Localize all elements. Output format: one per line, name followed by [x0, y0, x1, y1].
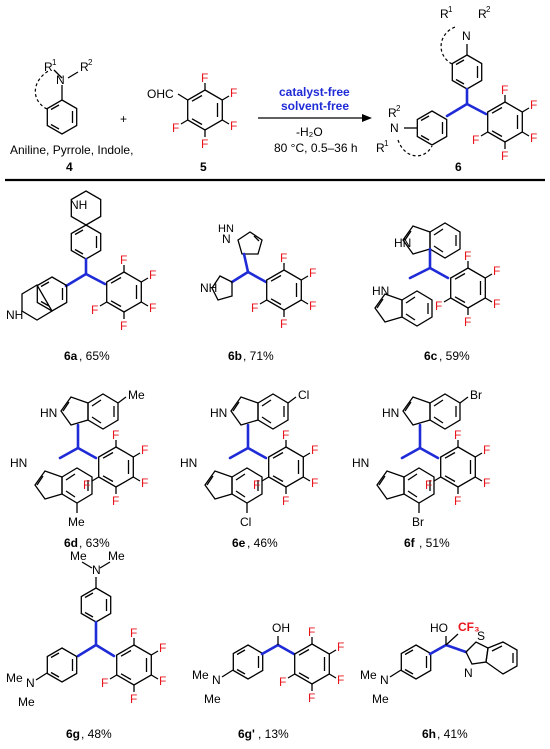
- svg-text:R: R: [440, 7, 449, 21]
- svg-text:Me: Me: [128, 388, 145, 402]
- svg-text:OH: OH: [272, 621, 290, 635]
- svg-text:80 °C, 0.5–36 h: 80 °C, 0.5–36 h: [274, 141, 358, 155]
- svg-text:HN: HN: [394, 236, 411, 250]
- svg-text:, 63%: , 63%: [79, 536, 110, 550]
- svg-text:1: 1: [384, 139, 389, 148]
- reactant1-caption: Aniline, Pyrrole, Indole,: [10, 143, 133, 157]
- compound-6c: HN HN 6c , 59%: [372, 222, 501, 363]
- reactant1-number: 4: [66, 160, 73, 174]
- svg-text:HN: HN: [382, 406, 399, 420]
- svg-text:Cl: Cl: [298, 388, 309, 402]
- svg-text:HN: HN: [372, 284, 389, 298]
- label-6g: 6g: [66, 727, 80, 741]
- svg-text:, 46%: , 46%: [247, 536, 278, 550]
- svg-text:N: N: [26, 676, 35, 690]
- svg-text:N: N: [462, 29, 471, 43]
- svg-text:, 41%: , 41%: [437, 727, 468, 741]
- svg-text:1: 1: [52, 58, 57, 67]
- svg-text:Br: Br: [412, 515, 424, 529]
- svg-text:-H₂O: -H₂O: [296, 125, 323, 139]
- svg-text:2: 2: [88, 58, 93, 67]
- label-6c: 6c: [424, 349, 438, 363]
- label-6b: 6b: [228, 349, 242, 363]
- svg-text:, 59%: , 59%: [439, 349, 470, 363]
- svg-text:N: N: [390, 121, 399, 135]
- svg-text:NH: NH: [6, 308, 23, 322]
- svg-text:R: R: [80, 60, 89, 74]
- reactant-aldehyde: OHC 5: [147, 70, 238, 174]
- svg-text:Me: Me: [108, 549, 125, 563]
- svg-text:, 65%: , 65%: [79, 349, 110, 363]
- svg-text:, 13%: , 13%: [258, 727, 289, 741]
- product-number: 6: [455, 160, 462, 174]
- compound-6g: N Me Me N Me Me 6g , 48%: [6, 549, 167, 741]
- svg-text:Br: Br: [470, 388, 482, 402]
- svg-text:S: S: [477, 629, 485, 643]
- svg-text:, 71%: , 71%: [243, 349, 274, 363]
- label-6f: 6f: [404, 536, 416, 550]
- svg-text:R: R: [376, 141, 385, 155]
- svg-text:HN: HN: [10, 456, 27, 470]
- reactant-amine: N R 1 R 2 Aniline, Pyrrole, Indole, 4: [10, 58, 133, 174]
- compound-6e: Cl HN HN Cl 6e , 46%: [180, 388, 319, 550]
- svg-text:solvent-free: solvent-free: [281, 99, 349, 113]
- label-6h: 6h: [422, 727, 436, 741]
- svg-text:CF₃: CF₃: [458, 620, 480, 634]
- svg-text:Me: Me: [68, 515, 85, 529]
- svg-text:R: R: [44, 60, 53, 74]
- svg-text:HN: HN: [352, 456, 369, 470]
- svg-text:HN: HN: [210, 406, 227, 420]
- svg-text:OHC: OHC: [147, 87, 174, 101]
- svg-text:N: N: [212, 673, 221, 687]
- svg-text:HN: HN: [40, 406, 57, 420]
- compound-6d: Me HN HN Me 6d , 63%: [10, 388, 149, 550]
- svg-text:Me: Me: [192, 668, 209, 682]
- compound-6h: N Me Me HO CF₃ S N 6h , 41%: [360, 620, 518, 741]
- label-6d: 6d: [64, 536, 78, 550]
- compound-6b: N HN NH 6b , 71%: [200, 223, 317, 363]
- compound-6f: Br HN HN Br 6f , 51%: [352, 388, 491, 550]
- compound-6g-prime: N Me Me OH 6g' , 13%: [192, 621, 345, 741]
- svg-text:Me: Me: [372, 692, 389, 706]
- svg-text:N: N: [222, 232, 231, 246]
- svg-text:HO: HO: [430, 621, 448, 635]
- svg-text:HN: HN: [218, 223, 234, 235]
- svg-text:N: N: [92, 563, 101, 577]
- compound-6a: NH NH 6a , 65%: [6, 190, 157, 363]
- svg-text:Me: Me: [18, 695, 35, 709]
- svg-text:Me: Me: [70, 549, 87, 563]
- reaction-arrow: catalyst-free solvent-free -H₂O 80 °C, 0…: [258, 85, 372, 155]
- svg-text:Cl: Cl: [240, 515, 251, 529]
- svg-text:2: 2: [486, 5, 491, 14]
- svg-text:NH: NH: [200, 281, 217, 295]
- svg-text:Me: Me: [360, 668, 377, 682]
- svg-text:R: R: [388, 106, 397, 120]
- plus-sign: +: [120, 112, 127, 126]
- label-6g-prime: 6g': [238, 727, 255, 741]
- svg-text:R: R: [478, 7, 487, 21]
- reactant2-number: 5: [200, 160, 207, 174]
- label-6e: 6e: [232, 536, 246, 550]
- svg-text:catalyst-free: catalyst-free: [279, 85, 350, 99]
- svg-text:Me: Me: [6, 671, 23, 685]
- label-6a: 6a: [64, 349, 78, 363]
- svg-text:NH: NH: [70, 198, 87, 212]
- svg-text:Me: Me: [204, 692, 221, 706]
- svg-text:, 51%: , 51%: [419, 536, 450, 550]
- svg-text:, 48%: , 48%: [81, 727, 112, 741]
- product-general: N R 1 R 2 N R 2 R 1 6: [376, 5, 538, 174]
- svg-text:N: N: [56, 73, 65, 87]
- svg-text:2: 2: [396, 104, 401, 113]
- svg-text:N: N: [380, 673, 389, 687]
- svg-text:HN: HN: [180, 456, 197, 470]
- svg-text:N: N: [464, 666, 473, 680]
- svg-text:1: 1: [448, 5, 453, 14]
